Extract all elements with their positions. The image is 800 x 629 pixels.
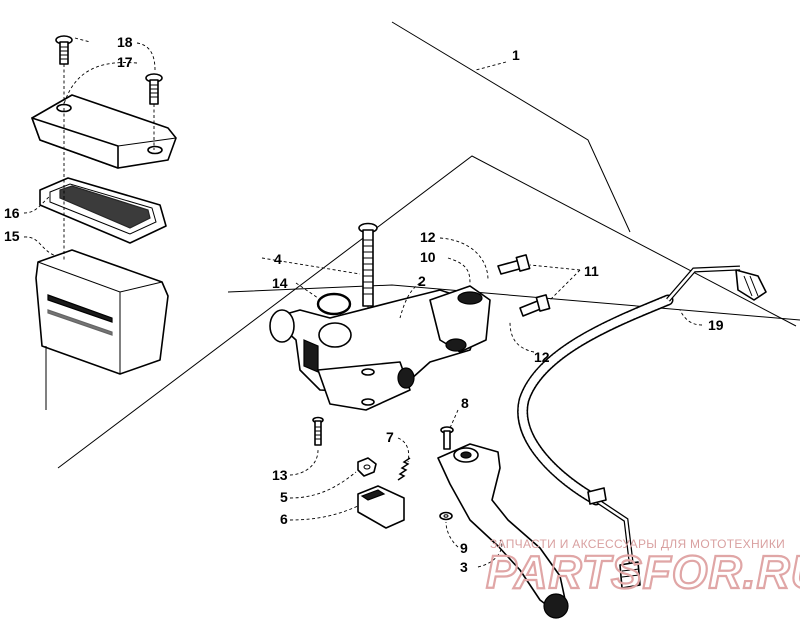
brake-lever bbox=[437, 443, 569, 619]
callout-8: 8 bbox=[461, 395, 469, 411]
callout-9: 9 bbox=[460, 540, 468, 556]
watermark: ЗАПЧАСТИ И АКСЕССУАРЫ ДЛЯ МОТОТЕХНИКИ PA… bbox=[485, 537, 800, 599]
reservoir-body bbox=[35, 249, 169, 410]
callout-17: 17 bbox=[117, 54, 133, 70]
callout-10: 10 bbox=[420, 249, 436, 265]
washer bbox=[439, 511, 453, 521]
nut bbox=[357, 457, 377, 477]
callout-5: 5 bbox=[280, 489, 288, 505]
long-bolt bbox=[358, 222, 378, 307]
leader-lines bbox=[23, 37, 703, 568]
clamp-screw-lower bbox=[519, 294, 551, 317]
callouts: 1 2 3 4 5 6 7 8 9 10 11 12 12 13 14 15 1… bbox=[4, 34, 724, 575]
callout-3: 3 bbox=[460, 559, 468, 575]
master-cylinder bbox=[269, 285, 491, 411]
diaphragm bbox=[39, 177, 167, 244]
reservoir-cover bbox=[31, 94, 177, 169]
callout-12-upper: 12 bbox=[420, 229, 436, 245]
callout-6: 6 bbox=[280, 511, 288, 527]
callout-16: 16 bbox=[4, 205, 20, 221]
callout-1: 1 bbox=[512, 47, 520, 63]
callout-12-lower: 12 bbox=[534, 349, 550, 365]
callout-18: 18 bbox=[117, 34, 133, 50]
callout-7: 7 bbox=[386, 429, 394, 445]
brake-switch bbox=[357, 485, 405, 529]
clamp-screw-upper bbox=[497, 254, 531, 275]
cap-screw-17 bbox=[145, 73, 163, 105]
watermark-brand: PARTSFOR.RU bbox=[486, 546, 800, 598]
o-ring bbox=[316, 292, 352, 316]
cap-screw-18 bbox=[55, 35, 73, 65]
mounting-screw bbox=[312, 416, 324, 446]
spring bbox=[397, 457, 411, 481]
watermark-subtitle: ЗАПЧАСТИ И АКСЕССУАРЫ ДЛЯ МОТОТЕХНИКИ bbox=[490, 537, 785, 551]
callout-11: 11 bbox=[584, 263, 599, 279]
section-outline bbox=[57, 21, 800, 469]
callout-19: 19 bbox=[708, 317, 724, 333]
callout-13: 13 bbox=[272, 467, 288, 483]
pivot-pin bbox=[440, 426, 454, 450]
callout-14: 14 bbox=[272, 275, 288, 291]
callout-15: 15 bbox=[4, 228, 20, 244]
callout-2: 2 bbox=[418, 273, 426, 289]
brake-hose bbox=[517, 265, 767, 589]
callout-4: 4 bbox=[274, 251, 282, 267]
